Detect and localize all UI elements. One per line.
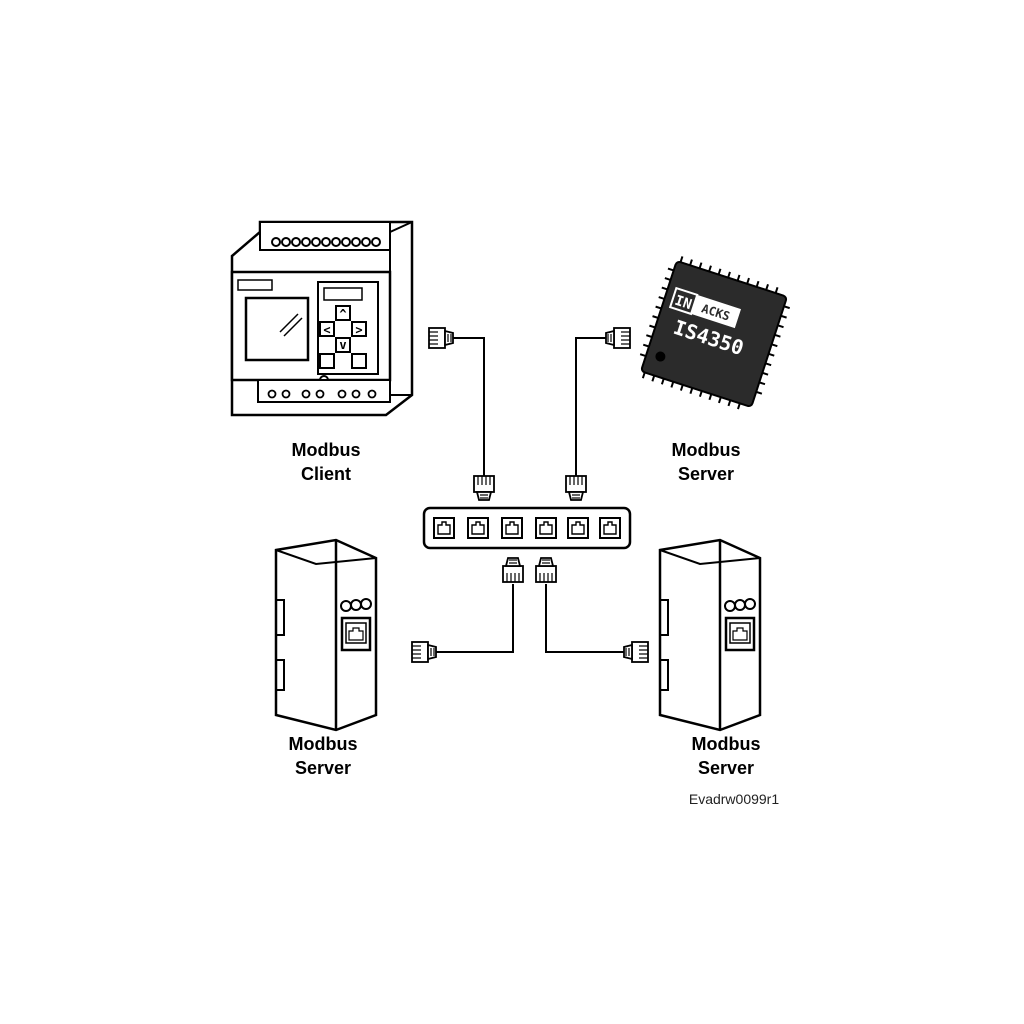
svg-text:Modbus: Modbus <box>692 734 761 754</box>
svg-text:Client: Client <box>301 464 351 484</box>
chip-server-label: Modbus Server <box>672 440 741 484</box>
svg-text:Server: Server <box>295 758 351 778</box>
reference-code: Evadrw0099r1 <box>689 791 779 807</box>
right-server-label: Modbus Server <box>692 734 761 778</box>
plc-device-icon: ^ < > v <box>230 220 414 417</box>
din-module-left-icon <box>274 538 378 732</box>
left-server-label: Modbus Server <box>289 734 358 778</box>
plc-key-left: < <box>323 323 330 337</box>
chip-brand-left: IN <box>673 293 694 313</box>
client-label: Modbus Client <box>292 440 361 484</box>
plc-key-down: v <box>339 338 346 352</box>
cables <box>424 337 626 653</box>
rj45-plug-icon <box>411 327 649 663</box>
svg-text:Server: Server <box>678 464 734 484</box>
network-switch-icon <box>422 506 632 550</box>
plc-key-right: > <box>355 323 362 337</box>
din-module-right-icon <box>658 538 762 732</box>
chip-device-icon: IN ACKS IS4350 <box>639 256 791 410</box>
plc-key-up: ^ <box>339 307 346 321</box>
svg-text:Modbus: Modbus <box>292 440 361 460</box>
svg-text:Server: Server <box>698 758 754 778</box>
svg-text:Modbus: Modbus <box>289 734 358 754</box>
svg-text:Modbus: Modbus <box>672 440 741 460</box>
